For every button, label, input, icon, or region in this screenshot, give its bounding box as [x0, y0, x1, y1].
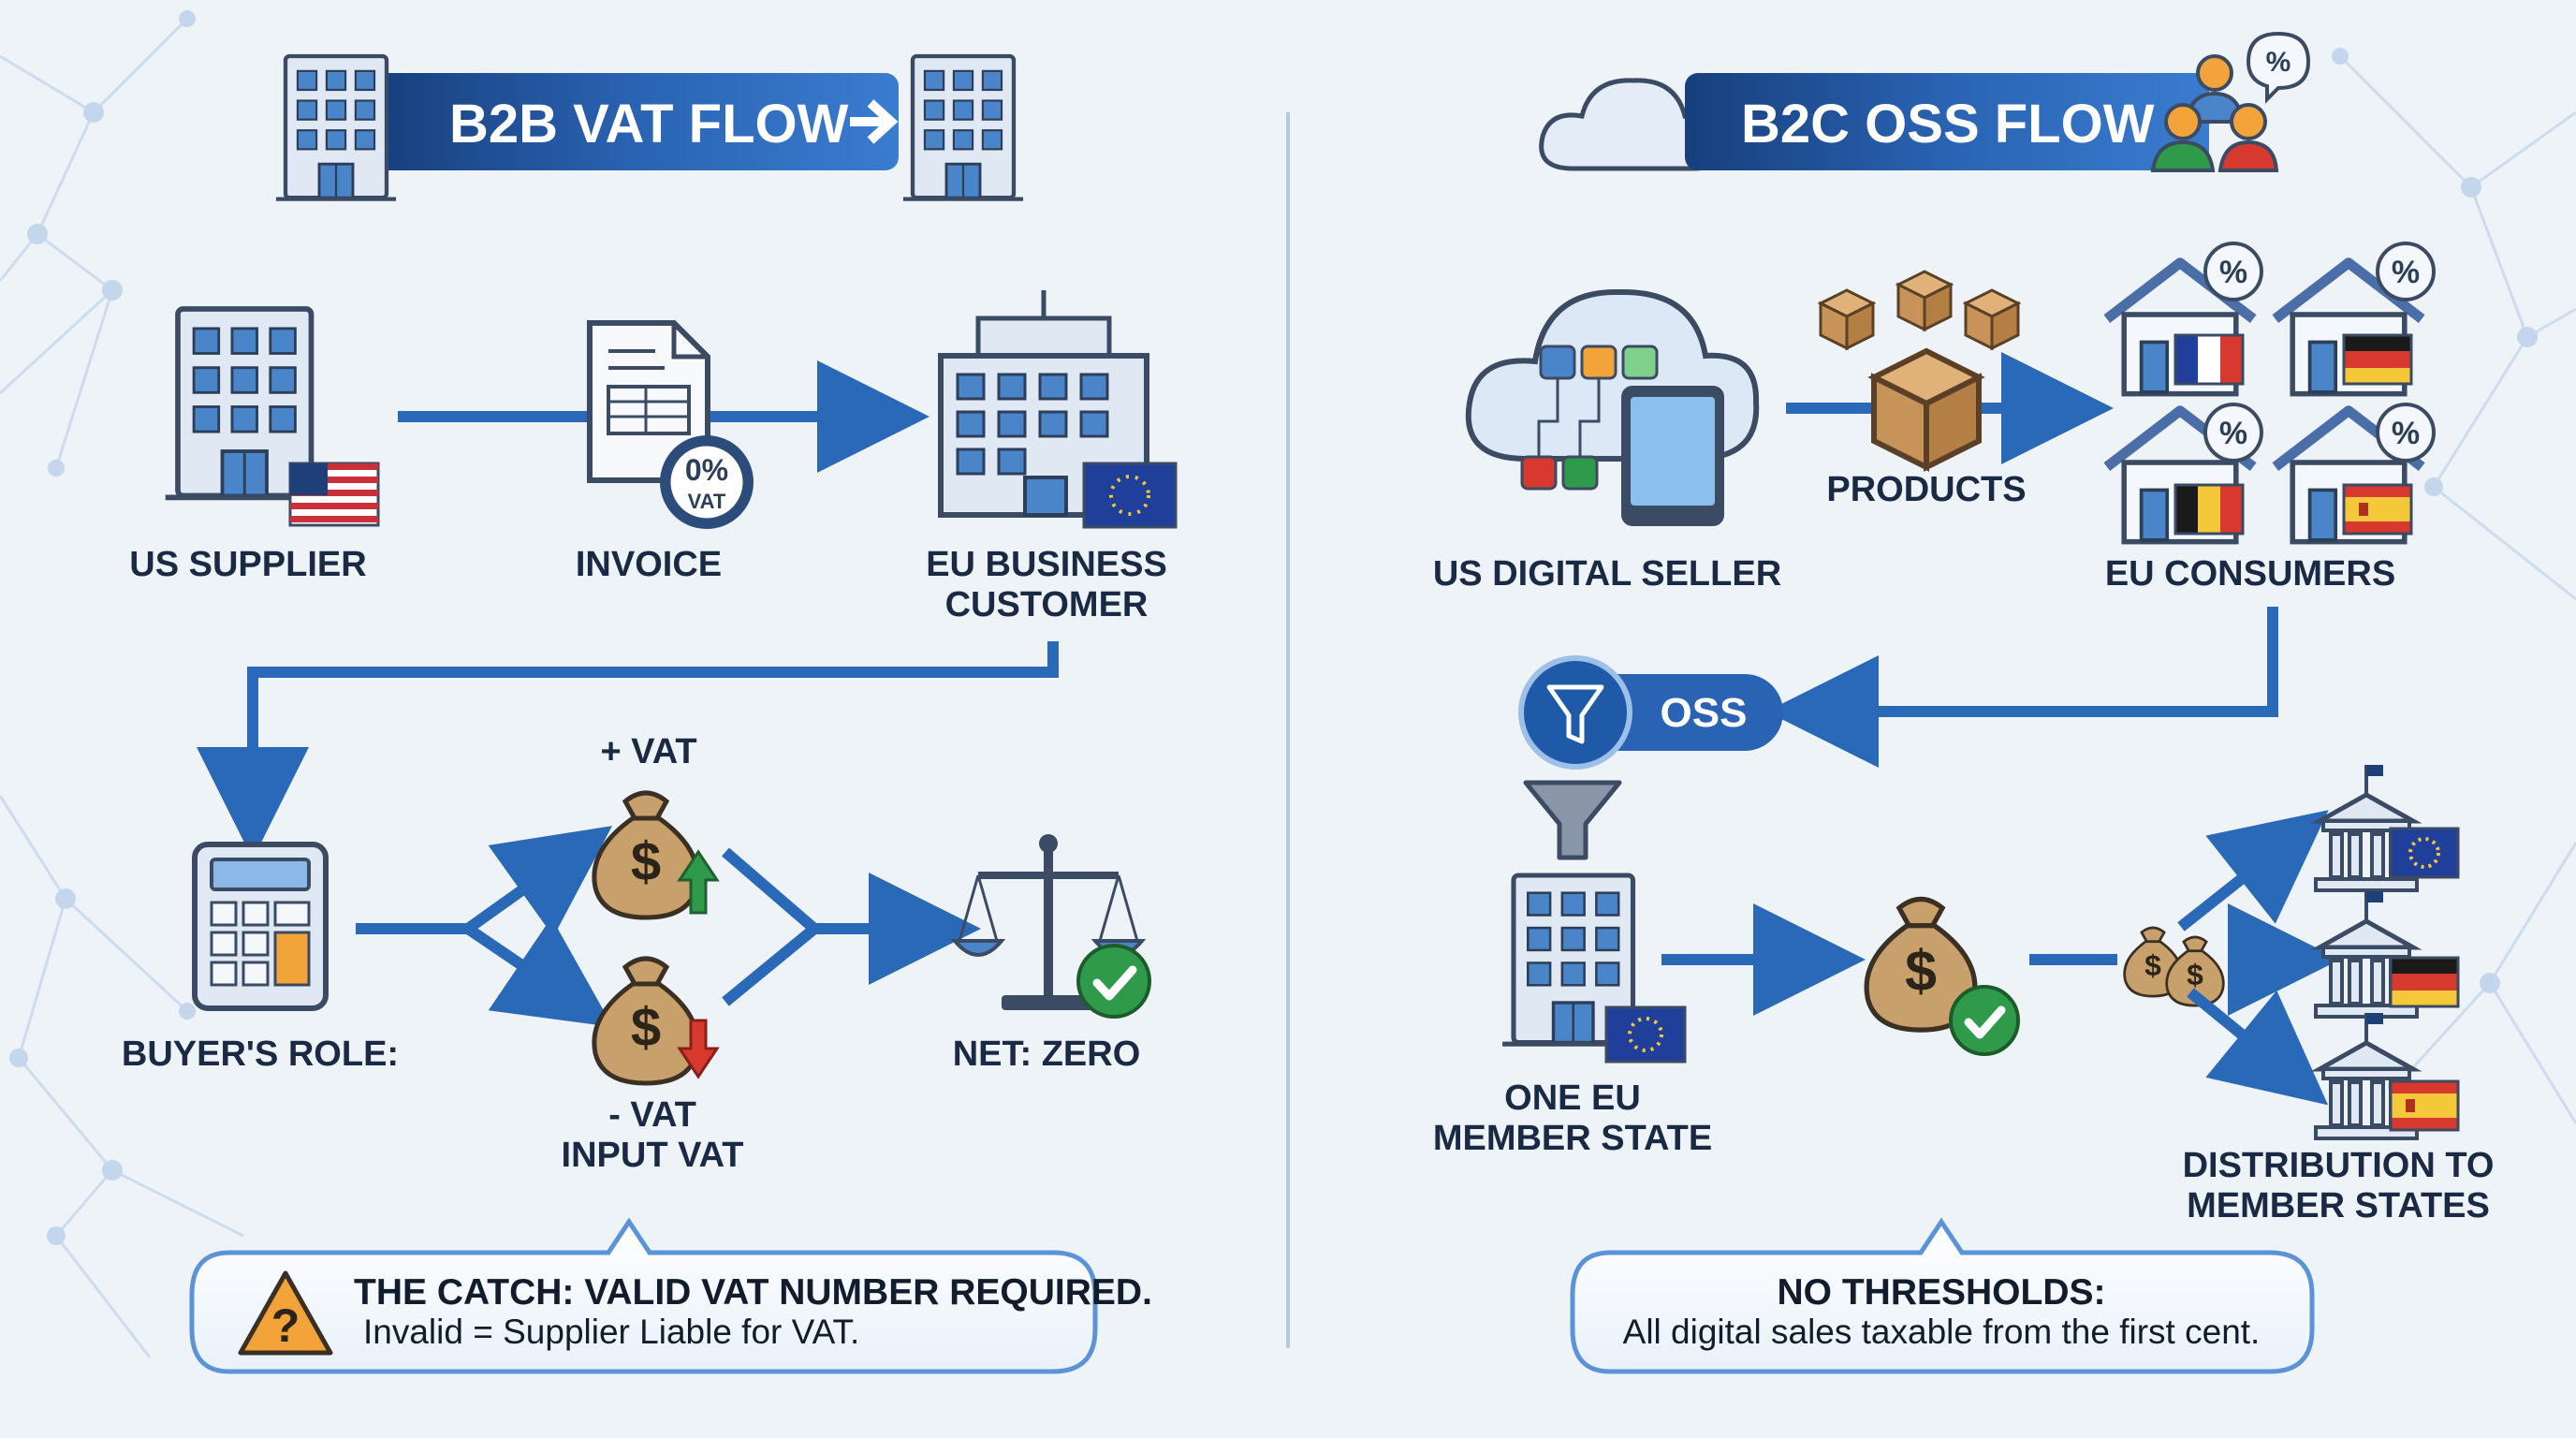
- b2b-note-detail: Invalid = Supplier Liable for VAT.: [363, 1313, 859, 1351]
- eu-flag-icon: [2389, 827, 2460, 879]
- eu-consumers-label: EU CONSUMERS: [2105, 554, 2395, 594]
- eu-flag-icon: [1082, 462, 1178, 529]
- buyers-role-label: BUYER'S ROLE:: [122, 1034, 399, 1074]
- flow-arrow-consumers-to-oss: [1766, 607, 2278, 768]
- spain-flag-icon: [2389, 1079, 2460, 1132]
- b2c-title: B2C OSS FLOW: [1741, 94, 2155, 154]
- title-arrow-icon: [850, 99, 899, 144]
- net-zero-label: NET: ZERO: [953, 1034, 1141, 1074]
- svg-text:%: %: [2266, 47, 2291, 78]
- invoice-document-icon: [587, 320, 710, 483]
- check-circle-icon: [1949, 985, 2020, 1056]
- france-flag-icon: [2174, 333, 2245, 386]
- b2c-title-banner: B2C OSS FLOW: [1685, 73, 2209, 170]
- distribution-arrows: [2177, 810, 2340, 1106]
- spain-flag-icon: [2342, 483, 2413, 536]
- money-bag-minus-icon: [594, 959, 697, 1083]
- us-digital-seller-label: US DIGITAL SELLER: [1433, 554, 1781, 594]
- people-group-icon: %: [2150, 31, 2311, 172]
- warning-icon: ?: [238, 1270, 333, 1356]
- up-arrow-icon: [677, 849, 720, 915]
- b2b-catch-note: ? THE CATCH: VALID VAT NUMBER REQUIRED. …: [189, 1217, 1152, 1374]
- network-nodes: [9, 10, 2538, 1245]
- filter-icon: [1546, 684, 1604, 744]
- percent-badge-icon: [2203, 403, 2263, 462]
- flow-arrow-customer-to-buyer: [197, 641, 1059, 859]
- b2c-note-headline: NO THRESHOLDS:: [1778, 1272, 2106, 1313]
- stamp-percent: 0%: [685, 453, 728, 487]
- us-flag-icon: [288, 462, 380, 527]
- b2b-title: B2B VAT FLOW: [449, 94, 849, 154]
- merge-arrows: [722, 847, 981, 1006]
- stamp-vat: VAT: [688, 490, 726, 513]
- products-label: PRODUCTS: [1826, 470, 2026, 509]
- open-box-icon: [1874, 351, 1979, 467]
- small-box-1-icon: [1819, 288, 1875, 350]
- svg-text:?: ?: [271, 1299, 300, 1352]
- percent-badge-icon: [2203, 242, 2263, 301]
- us-supplier-label: US SUPPLIER: [129, 545, 366, 584]
- percent-badge-icon: [2376, 403, 2436, 462]
- money-bag-plus-icon: [594, 793, 697, 917]
- eu-flag-icon: [1604, 1005, 1687, 1064]
- small-box-2-icon: [1896, 270, 1953, 331]
- germany-flag-icon: [2342, 333, 2413, 386]
- b2b-note-headline: THE CATCH: VALID VAT NUMBER REQUIRED.: [354, 1272, 1152, 1313]
- small-money-bags-icon: [2123, 926, 2225, 1007]
- funnel-icon: [1523, 780, 1622, 860]
- title-building-right-icon: [903, 56, 1023, 199]
- check-circle-icon: [1076, 944, 1151, 1019]
- b2c-thresholds-note: NO THRESHOLDS: All digital sales taxable…: [1570, 1217, 2315, 1374]
- digital-seller-cloud-icon: [1465, 288, 1760, 526]
- title-building-left-icon: [276, 56, 396, 199]
- distribution-label-line1: DISTRIBUTION TO: [2183, 1146, 2495, 1185]
- eu-business-label-line2: CUSTOMER: [945, 585, 1149, 624]
- minus-vat-label-line1: - VAT: [608, 1095, 696, 1135]
- distribution-label-line2: MEMBER STATES: [2187, 1186, 2490, 1225]
- belgium-flag-icon: [2174, 483, 2245, 536]
- member-state-label-line1: ONE EU: [1504, 1078, 1641, 1118]
- down-arrow-icon: [677, 1019, 720, 1079]
- eu-business-label-line1: EU BUSINESS: [926, 545, 1167, 584]
- zero-vat-stamp-icon: 0% VAT: [660, 435, 754, 529]
- small-box-3-icon: [1964, 288, 2020, 350]
- calculator-icon: [192, 842, 329, 1011]
- b2c-note-detail: All digital sales taxable from the first…: [1623, 1313, 2261, 1351]
- invoice-label: INVOICE: [576, 545, 722, 584]
- germany-flag-icon: [2389, 956, 2460, 1008]
- oss-pill: OSS: [1518, 655, 1783, 770]
- plus-vat-label: + VAT: [600, 732, 696, 771]
- member-state-label-line2: MEMBER STATE: [1433, 1119, 1712, 1158]
- percent-badge-icon: [2376, 242, 2436, 301]
- oss-label: OSS: [1661, 690, 1748, 736]
- minus-vat-label-line2: INPUT VAT: [562, 1136, 744, 1175]
- split-arrows: [356, 826, 613, 1027]
- b2b-title-banner: B2B VAT FLOW: [374, 73, 899, 170]
